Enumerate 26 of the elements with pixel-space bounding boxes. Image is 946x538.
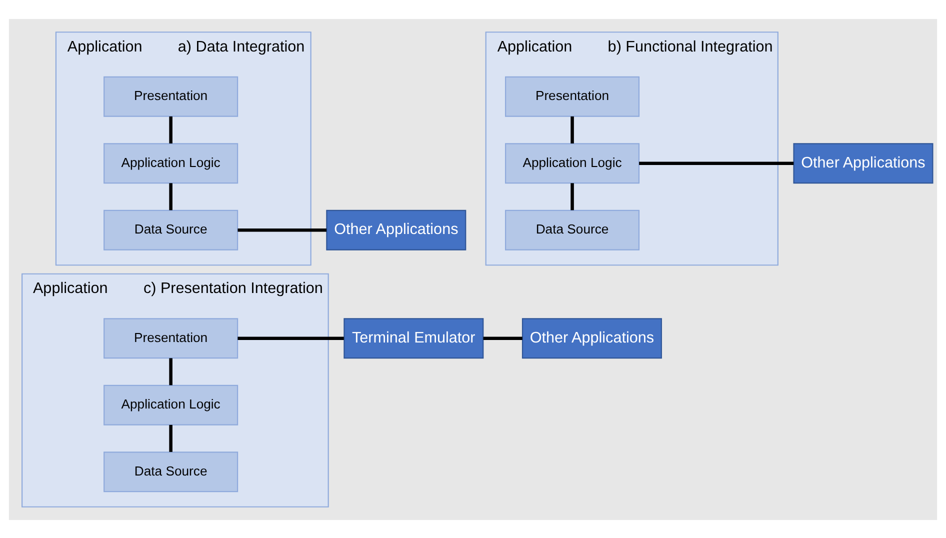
connector: [570, 182, 574, 210]
connector: [238, 336, 344, 340]
node-label: c) Presentation Integration: [143, 280, 323, 297]
connector: [169, 358, 172, 385]
node-box: Terminal Emulator: [344, 318, 484, 358]
connector: [169, 182, 172, 210]
node-box: Other Applications: [326, 209, 466, 250]
node-box: Other Applications: [793, 142, 934, 184]
node-box: Presentation: [104, 76, 238, 116]
connector: [169, 116, 172, 143]
node-box: Application Logic: [505, 142, 640, 184]
node-box: Application Logic: [104, 142, 238, 184]
connector: [238, 228, 327, 232]
node-box: Data Source: [505, 209, 640, 250]
node-box: Data Source: [104, 209, 238, 250]
connector: [639, 161, 794, 165]
node-label: b) Functional Integration: [608, 38, 773, 55]
node-box: Application Logic: [104, 384, 238, 425]
node-box: Other Applications: [522, 318, 662, 358]
connector: [570, 116, 574, 143]
node-box: Data Source: [104, 451, 238, 492]
node-label: a) Data Integration: [178, 38, 305, 55]
connector: [483, 336, 522, 340]
node-box: Presentation: [505, 76, 640, 116]
connector: [169, 424, 172, 452]
node-box: Presentation: [104, 318, 238, 358]
